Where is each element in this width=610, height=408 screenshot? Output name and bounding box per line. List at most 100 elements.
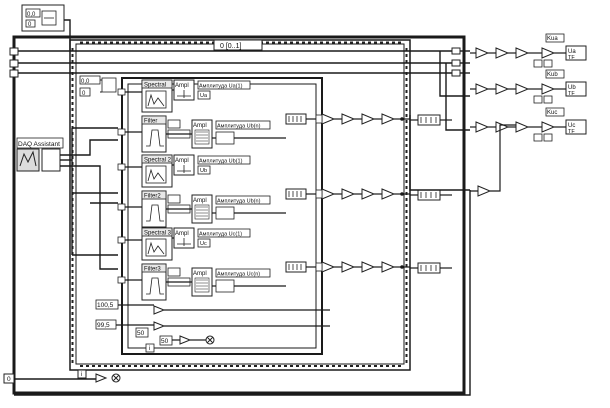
film-hole xyxy=(71,84,74,87)
film-hole xyxy=(71,282,74,285)
film-hole xyxy=(164,365,167,367)
film-hole xyxy=(224,365,227,367)
film-hole xyxy=(380,365,383,367)
film-hole xyxy=(308,41,311,44)
film-hole xyxy=(176,41,179,44)
film-hole xyxy=(128,365,131,367)
spectral-label: Spectral 2 xyxy=(144,158,172,164)
frame-output-tunnel xyxy=(417,262,441,274)
ampl-block-filtered[interactable]: Ampl xyxy=(191,194,213,224)
film-hole xyxy=(134,41,137,44)
film-hole xyxy=(140,365,143,367)
film-hole xyxy=(194,41,197,44)
compute-node xyxy=(515,83,530,95)
film-hole xyxy=(71,54,74,57)
ampl-block-filtered[interactable]: Ampl xyxy=(191,119,213,149)
film-hole xyxy=(182,41,185,44)
film-hole xyxy=(405,240,408,243)
compute-node xyxy=(515,121,530,133)
film-hole xyxy=(122,365,125,367)
compute-node xyxy=(495,83,510,95)
output-tag: TF xyxy=(568,129,575,135)
film-hole xyxy=(80,41,83,44)
ampl-label: Ampl xyxy=(193,123,207,129)
ampl-block[interactable]: Ampl xyxy=(173,227,195,249)
film-hole xyxy=(71,60,74,63)
film-hole xyxy=(398,365,401,367)
compute-node xyxy=(477,185,492,197)
film-hole xyxy=(405,330,408,333)
spectral-block[interactable]: Spectral xyxy=(141,79,173,113)
compute-node xyxy=(495,47,510,59)
film-hole xyxy=(71,330,74,333)
spectral-block[interactable]: Spectral 3 xyxy=(141,227,173,261)
compute-node xyxy=(321,113,336,125)
film-hole xyxy=(405,126,408,129)
film-hole xyxy=(405,60,408,63)
film-hole xyxy=(405,120,408,123)
daq-assistant[interactable]: DAQ Assistant xyxy=(16,137,64,172)
compute-node xyxy=(515,47,530,59)
film-hole xyxy=(170,365,173,367)
filter-block[interactable]: Filter2 xyxy=(141,190,167,228)
film-hole xyxy=(405,54,408,57)
film-hole xyxy=(71,336,74,339)
film-hole xyxy=(188,41,191,44)
film-hole xyxy=(194,365,197,367)
film-hole xyxy=(266,41,269,44)
amplitude-indicator-bottom: Амплитуда Ub(n) xyxy=(215,120,271,145)
film-hole xyxy=(158,41,161,44)
film-hole xyxy=(152,41,155,44)
filter-label: Filter3 xyxy=(144,267,161,273)
spectral-block[interactable]: Spectral 2 xyxy=(141,154,173,188)
film-hole xyxy=(182,365,185,367)
film-hole xyxy=(71,114,74,117)
top-constant-cluster: 0,0 0 xyxy=(21,4,65,32)
ampl-label: Ampl xyxy=(193,271,207,277)
film-hole xyxy=(405,288,408,291)
filter-block[interactable]: Filter xyxy=(141,115,167,153)
film-hole xyxy=(314,365,317,367)
film-hole xyxy=(405,228,408,231)
film-hole xyxy=(71,120,74,123)
film-hole xyxy=(200,41,203,44)
film-hole xyxy=(146,365,149,367)
film-hole xyxy=(405,180,408,183)
film-hole xyxy=(368,41,371,44)
film-hole xyxy=(284,365,287,367)
film-hole xyxy=(71,342,74,345)
ampl-block[interactable]: Ampl xyxy=(173,79,195,101)
filter-label: Filter xyxy=(144,119,157,125)
channel-tag: Uc xyxy=(200,241,207,247)
amplitude-indicator-top: Амплитуда Ub(1)Ub xyxy=(197,155,251,175)
film-hole xyxy=(405,198,408,201)
film-hole xyxy=(332,365,335,367)
film-hole xyxy=(176,365,179,367)
film-hole xyxy=(405,276,408,279)
film-hole xyxy=(405,354,408,357)
top-wires xyxy=(18,19,456,74)
compute-node xyxy=(475,47,490,59)
film-hole xyxy=(338,41,341,44)
film-hole xyxy=(71,312,74,315)
film-hole xyxy=(405,222,408,225)
amplitude-label: Амплитуда Uc(1) xyxy=(199,232,242,238)
ampl-block-filtered[interactable]: Ampl xyxy=(191,267,213,297)
film-hole xyxy=(71,48,74,51)
film-hole xyxy=(296,365,299,367)
channel-tag: Ub xyxy=(200,168,207,174)
film-hole xyxy=(71,306,74,309)
film-hole xyxy=(326,41,329,44)
compute-node xyxy=(341,113,356,125)
compute-node xyxy=(321,188,336,200)
channel-tag: Ua xyxy=(200,93,208,99)
amplitude-indicator-top: Амплитуда Ua(1)Ua xyxy=(197,80,251,100)
ampl-block[interactable]: Ampl xyxy=(173,154,195,176)
film-hole xyxy=(278,365,281,367)
film-hole xyxy=(110,41,113,44)
filter-block[interactable]: Filter3 xyxy=(141,263,167,301)
